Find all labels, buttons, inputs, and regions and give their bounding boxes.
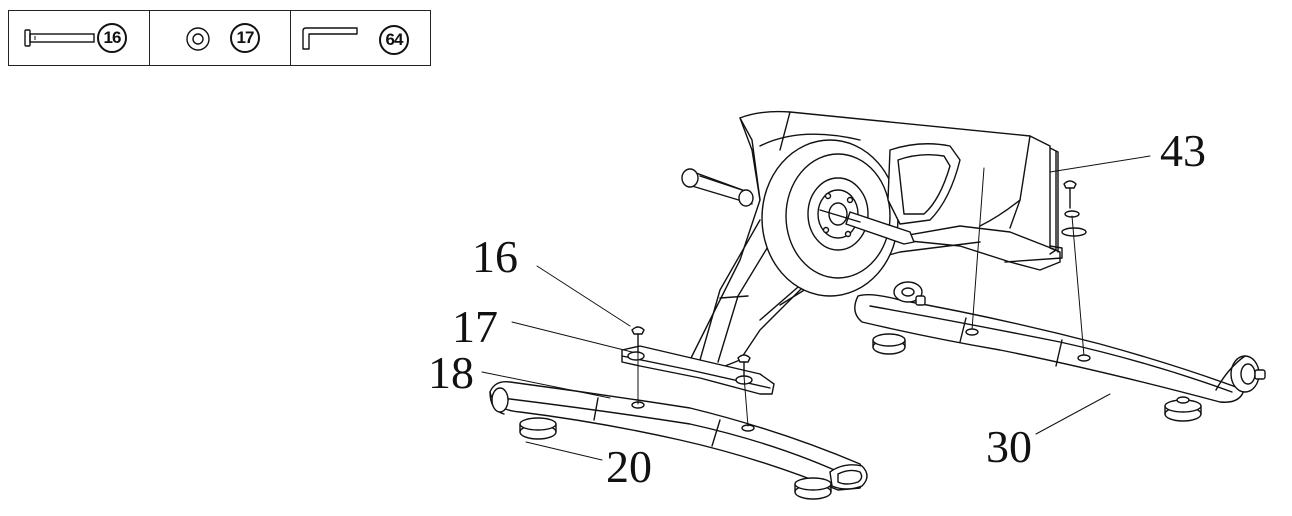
part-number-badge-64: 64 — [379, 25, 409, 55]
callout-16: 16 — [472, 231, 518, 282]
parts-cell-washer: 17 — [149, 11, 290, 65]
parts-cell-bolt: 16 — [9, 11, 149, 65]
main-frame — [681, 110, 1087, 371]
front-stabilizer — [489, 381, 868, 500]
callout-18: 18 — [428, 347, 474, 398]
bolt-icon — [24, 29, 95, 47]
part-number-badge-17: 17 — [230, 23, 260, 53]
bracket-plate — [621, 345, 775, 395]
part-number-badge-16: 16 — [97, 23, 127, 53]
allen-key-icon — [302, 27, 358, 50]
leader-lines — [481, 155, 1151, 461]
parts-table: 16 17 64 — [8, 10, 431, 66]
callout-17: 17 — [452, 301, 498, 352]
washer-icon — [186, 27, 210, 51]
callout-43: 43 — [1160, 125, 1206, 176]
parts-cell-allen-key: 64 — [290, 11, 430, 65]
callout-30: 30 — [986, 421, 1032, 472]
bolts — [631, 180, 1080, 377]
callout-20: 20 — [606, 441, 652, 492]
rear-stabilizer — [854, 281, 1266, 422]
assembly-guide-lines — [637, 167, 1085, 427]
